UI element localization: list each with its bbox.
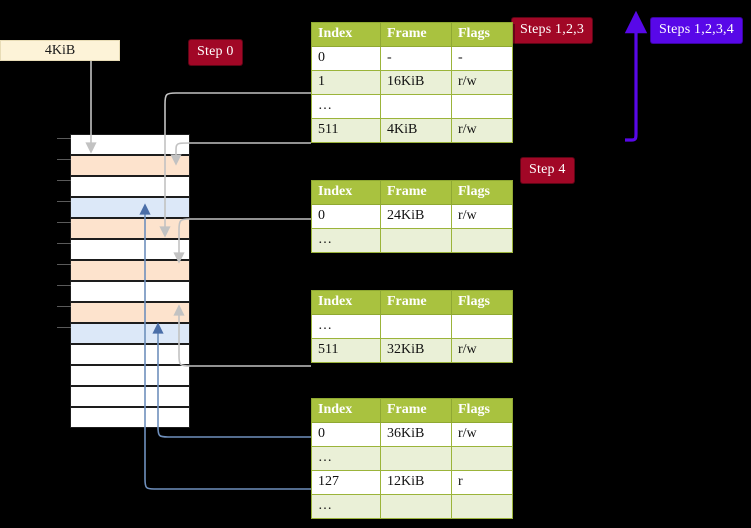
cell-index: 0 xyxy=(311,46,381,71)
cell-frame: 16KiB xyxy=(380,70,452,95)
column-header-frame: Frame xyxy=(380,290,452,315)
cell-flags xyxy=(451,446,513,471)
table-row: … xyxy=(311,94,513,119)
connector-table1-511 xyxy=(170,142,311,166)
cell-frame: 4KiB xyxy=(380,118,452,143)
memory-tick xyxy=(57,285,71,286)
column-header-index: Index xyxy=(311,22,381,47)
physical-memory-column xyxy=(70,134,190,428)
column-header-index: Index xyxy=(311,180,381,205)
column-header-index: Index xyxy=(311,398,381,423)
connector-table3-511 xyxy=(173,304,311,367)
column-header-flags: Flags xyxy=(451,290,513,315)
cell-flags: r xyxy=(451,470,513,495)
cell-flags xyxy=(451,228,513,253)
memory-frame-row xyxy=(70,239,190,260)
memory-frame-row xyxy=(70,365,190,386)
column-header-frame: Frame xyxy=(380,398,452,423)
cell-frame: 12KiB xyxy=(380,470,452,495)
column-header-frame: Frame xyxy=(380,180,452,205)
column-header-frame: Frame xyxy=(380,22,452,47)
cell-flags: r/w xyxy=(451,422,513,447)
column-header-flags: Flags xyxy=(451,180,513,205)
memory-frame-row xyxy=(70,407,190,428)
frame-size-box: 4KiB xyxy=(0,40,120,61)
cell-frame: 36KiB xyxy=(380,422,452,447)
frame-size-label: 4KiB xyxy=(44,42,76,58)
connector-steps-loop xyxy=(624,10,648,142)
cell-index: 0 xyxy=(311,204,381,229)
memory-tick xyxy=(57,264,71,265)
memory-tick xyxy=(57,327,71,328)
cell-frame: 24KiB xyxy=(380,204,452,229)
memory-frame-row xyxy=(70,134,190,155)
memory-frame-row xyxy=(70,155,190,176)
column-header-index: Index xyxy=(311,290,381,315)
memory-tick xyxy=(57,180,71,181)
badge-steps123: Steps 1,2,3 xyxy=(512,18,593,43)
memory-frame-row xyxy=(70,197,190,218)
table-row: … xyxy=(311,314,513,339)
table-row: 0-- xyxy=(311,46,513,71)
cell-index: … xyxy=(311,314,381,339)
cell-flags xyxy=(451,494,513,519)
memory-frame-row xyxy=(70,386,190,407)
table-row: … xyxy=(311,494,513,519)
table-row: … xyxy=(311,446,513,471)
badge-step0: Step 0 xyxy=(189,40,242,65)
memory-frame-row xyxy=(70,260,190,281)
cell-frame xyxy=(380,494,452,519)
cell-index: 511 xyxy=(311,118,381,143)
cell-index: … xyxy=(311,94,381,119)
memory-tick xyxy=(57,243,71,244)
cell-flags: r/w xyxy=(451,118,513,143)
column-header-flags: Flags xyxy=(451,22,513,47)
memory-frame-row xyxy=(70,302,190,323)
memory-frame-row xyxy=(70,176,190,197)
table-row: … xyxy=(311,228,513,253)
cell-flags xyxy=(451,314,513,339)
cell-index: 1 xyxy=(311,70,381,95)
cell-frame: 32KiB xyxy=(380,338,452,363)
cell-index: … xyxy=(311,228,381,253)
cell-flags: r/w xyxy=(451,204,513,229)
memory-tick xyxy=(57,222,71,223)
cell-index: … xyxy=(311,446,381,471)
cell-flags xyxy=(451,94,513,119)
cell-frame: - xyxy=(380,46,452,71)
badge-step4: Step 4 xyxy=(521,158,574,183)
cell-flags: r/w xyxy=(451,338,513,363)
badge-steps1234: Steps 1,2,3,4 xyxy=(651,18,742,43)
cell-flags: r/w xyxy=(451,70,513,95)
memory-frame-row xyxy=(70,323,190,344)
memory-tick xyxy=(57,138,71,139)
memory-frame-row xyxy=(70,218,190,239)
memory-tick xyxy=(57,201,71,202)
cell-frame xyxy=(380,314,452,339)
column-header-flags: Flags xyxy=(451,398,513,423)
cell-index: 511 xyxy=(311,338,381,363)
memory-tick xyxy=(57,159,71,160)
cell-frame xyxy=(380,228,452,253)
memory-frame-row xyxy=(70,344,190,365)
cell-flags: - xyxy=(451,46,513,71)
cell-frame xyxy=(380,94,452,119)
memory-frame-row xyxy=(70,281,190,302)
connector-table2-0 xyxy=(173,218,311,264)
cell-index: 0 xyxy=(311,422,381,447)
cell-index: … xyxy=(311,494,381,519)
memory-tick xyxy=(57,306,71,307)
cell-frame xyxy=(380,446,452,471)
cell-index: 127 xyxy=(311,470,381,495)
